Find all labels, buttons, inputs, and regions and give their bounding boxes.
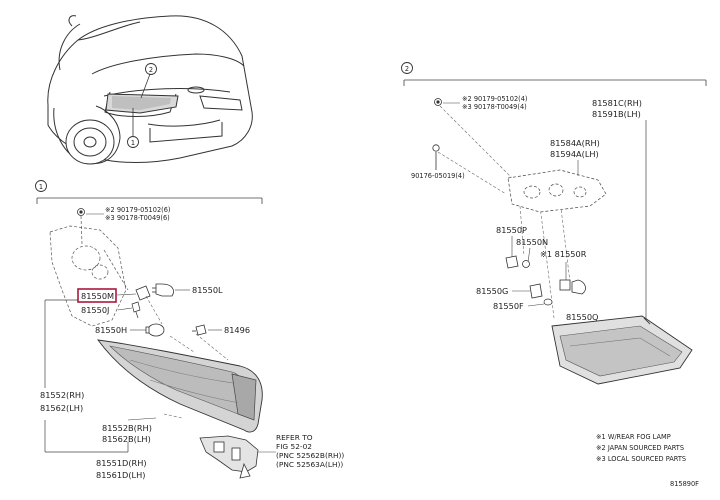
right-section-frame [403, 79, 707, 86]
callout-circle-1 [35, 180, 47, 192]
lamp-bracket-81584a [507, 169, 607, 213]
callout-2-car: 2 [149, 66, 153, 74]
bulb-81550l-icon [152, 283, 174, 297]
part-81552b: 81552B(RH) [102, 423, 152, 433]
part-90176: 90176-05019(4) [411, 172, 465, 180]
part-81550l: 81550L [192, 285, 223, 295]
bulb-81550r-icon [559, 279, 586, 295]
part-81550n: 81550N [516, 237, 548, 247]
wire-harness-connector [199, 435, 259, 479]
right-clip-1: ※2 90179-05102(4) [462, 95, 528, 103]
part-81550f: 81550F [493, 301, 524, 311]
part-81561d: 81561D(LH) [96, 470, 145, 480]
part-81550m[interactable]: 81550M [81, 291, 114, 301]
part-81550q: 81550Q [566, 312, 599, 322]
left-clip-1: ※2 90179-05102(6) [105, 206, 171, 214]
legend-2: ※2 JAPAN SOURCED PARTS [596, 444, 684, 452]
callout-circle-2-car [145, 63, 157, 75]
bulb-81550h-icon [145, 323, 165, 337]
part-81550h: 81550H [95, 325, 127, 335]
body-panel-dashed [49, 215, 129, 327]
car-illustration [47, 15, 253, 165]
part-81562b: 81562B(LH) [102, 434, 151, 444]
clip-screw-right-icon [434, 98, 442, 106]
socket-81550p-icon [505, 255, 530, 269]
refer-to-line-2[interactable]: FIG 52-02 [276, 442, 312, 451]
screw-90176-icon [432, 144, 440, 170]
figure-code: 815890F [670, 480, 699, 488]
part-81550r: ※1 81550R [540, 249, 587, 259]
part-81591b: 81591B(LH) [592, 109, 641, 119]
part-81550j: 81550J [81, 305, 109, 315]
left-section-frame [36, 197, 263, 204]
part-81594a: 81594A(LH) [550, 149, 599, 159]
callout-circle-2 [401, 62, 413, 74]
left-clip-2: ※3 90178-T0049(6) [105, 214, 170, 222]
bulb-81550f-icon [543, 298, 553, 306]
refer-to-line-4: (PNC 52563A(LH)) [276, 460, 343, 469]
callout-2: 2 [405, 65, 409, 73]
left-bracket-lines [44, 299, 129, 453]
highlight-box-81550m [77, 288, 117, 303]
clip-screw-left-icon [77, 208, 85, 216]
callout-1: 1 [39, 183, 43, 191]
part-81584a: 81584A(RH) [550, 138, 600, 148]
refer-to-line-1: REFER TO [276, 433, 313, 442]
legend-3: ※3 LOCAL SOURCED PARTS [596, 455, 686, 463]
part-81562: 81562(LH) [40, 403, 83, 413]
part-81551d: 81551D(RH) [96, 458, 147, 468]
bulb-81550j-icon [131, 301, 141, 319]
rear-lamp-inner [551, 315, 693, 385]
part-81581c: 81581C(RH) [592, 98, 642, 108]
part-81550g: 81550G [476, 286, 508, 296]
part-81496: 81496 [224, 325, 250, 335]
grommet-81496-icon [192, 324, 207, 336]
part-81552: 81552(RH) [40, 390, 84, 400]
callout-circle-1-car [127, 136, 139, 148]
leader-lines-right [437, 105, 571, 319]
tail-lamp-assembly [97, 339, 263, 433]
callout-1-car: 1 [131, 139, 135, 147]
right-clip-2: ※3 90178-T0049(4) [462, 103, 527, 111]
socket-81550m-icon [135, 285, 151, 301]
socket-81550g-icon [529, 283, 543, 299]
part-81550p: 81550P [496, 225, 527, 235]
leader-lines-left [145, 295, 229, 361]
refer-to-line-3: (PNC 52562B(RH)) [276, 451, 344, 460]
legend-1: ※1 W/REAR FOG LAMP [596, 433, 671, 441]
